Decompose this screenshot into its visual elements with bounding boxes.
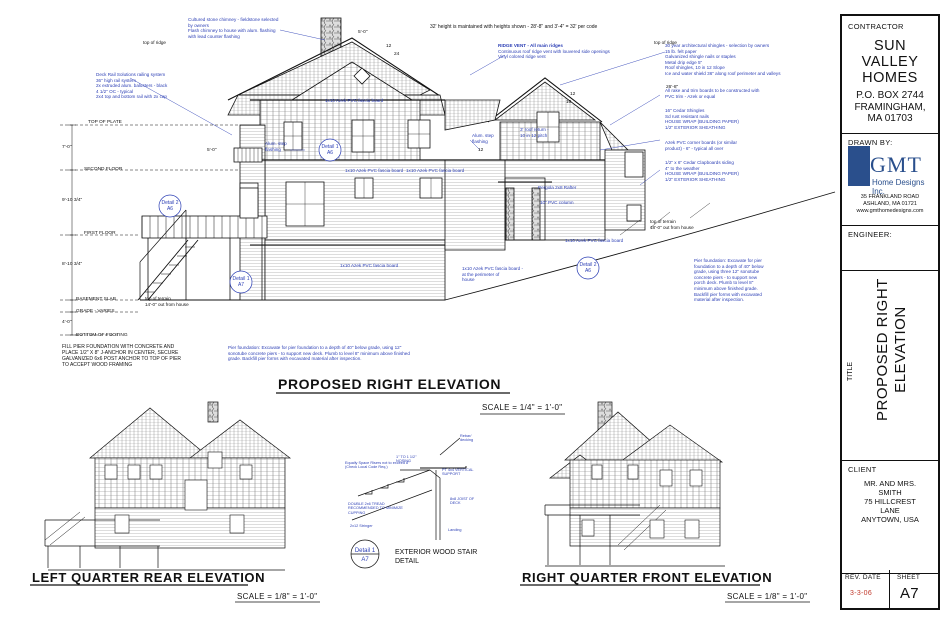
drawn-by-cell: DRAWN BY: GMT Home Designs Inc. 35 FRANK…	[842, 134, 938, 226]
level-label: GRADE - VARIES	[76, 309, 115, 314]
engineer-label: ENGINEER:	[848, 230, 892, 239]
level-label: FIRST FLOOR	[84, 231, 116, 236]
main-drawing-title: PROPOSED RIGHT ELEVATION	[278, 376, 502, 392]
sheet-cell: SHEET A7	[890, 570, 938, 608]
ridge-top-label: top of ridge	[654, 40, 677, 45]
level-dim: 9'-10 3/4"	[62, 198, 83, 203]
client-label: CLIENT	[848, 465, 877, 474]
dimension: 26'-8"	[666, 85, 679, 90]
dimension: 12	[570, 92, 576, 97]
main-scale: SCALE = 1/4" = 1'-0"	[482, 403, 563, 412]
stair-note: Rebar/decking	[460, 434, 474, 443]
sheet-label: SHEET	[897, 574, 921, 581]
rev-date-cell: REV. DATE 3-3-06	[842, 570, 890, 608]
right-scale: SCALE = 1/8" = 1'-0"	[727, 592, 808, 601]
dimension: 12	[386, 44, 392, 49]
pier-note: Pier foundation: Excavate for pier found…	[228, 345, 410, 362]
level-dim: 7'-0"	[62, 145, 72, 150]
right-drawing-title: RIGHT QUARTER FRONT ELEVATION	[522, 570, 773, 585]
perimeter-note: 1x10 Azek PVC fascia board -at the perim…	[462, 266, 524, 283]
fascia-note: 1x10 Azek PVC fascia board	[340, 263, 399, 268]
logo-columns-icon	[848, 146, 870, 186]
dimension: 10	[566, 100, 572, 105]
drawn-by-label: DRAWN BY:	[848, 138, 893, 147]
pvc-column-note: 10" PVC column	[540, 200, 574, 205]
fascia-note: 1x10 Azek PVC fascia board	[406, 168, 465, 173]
level-label: BASEMENT SLAB	[76, 297, 116, 302]
pergola-note: Pergola 2x8 Rafter	[538, 185, 577, 190]
rev-date-label: REV. DATE	[845, 574, 881, 581]
fascia-note: 1x10 Azek PVC fascia board	[345, 168, 404, 173]
dimension: 12	[478, 148, 484, 153]
dimension: 5'-0"	[207, 148, 217, 153]
left-rear-elevation	[44, 401, 292, 571]
height-note: 32' height is maintained with heights sh…	[430, 24, 598, 30]
gmt-logo: GMT Home Designs Inc.	[846, 146, 934, 196]
title-label: TITLE	[847, 361, 854, 381]
fascia-note: 1x10 Azek PVC fascia board	[325, 98, 384, 103]
left-drawing-title: LEFT QUARTER REAR ELEVATION	[32, 570, 266, 585]
revision-row: REV. DATE 3-3-06 SHEET A7	[842, 570, 938, 608]
chimney-note: Cultured stone chimney - fieldstone sele…	[188, 17, 279, 39]
leader-lines	[129, 29, 666, 186]
engineer-cell: ENGINEER:	[842, 226, 938, 271]
roofing-note: 30 year architectural shingles - selecti…	[665, 43, 781, 76]
rev-date-value: 3-3-06	[850, 590, 873, 597]
level-label: BOTTOM OF FOOTING	[76, 333, 128, 338]
ridge-top-label: top of ridge	[143, 40, 166, 45]
rake-note: All rake and trim boards to be construct…	[665, 88, 760, 99]
left-scale: SCALE = 1/8" = 1'-0"	[237, 592, 318, 601]
stair-note: 1" TO 1 1/2"NOSING	[396, 455, 417, 464]
stair-note: 2x12 Stringer	[350, 524, 373, 528]
level-label: SECOND FLOOR	[84, 167, 123, 172]
level-dim: 8'-10 3/4"	[62, 262, 83, 267]
main-elevation	[60, 17, 836, 336]
stair-note: Landing	[448, 528, 462, 532]
roof-return-note: 3' roof return -10 in 12 pitch	[520, 127, 549, 138]
fascia-note: 1x10 Azek PVC fascia board	[565, 238, 624, 243]
dimension: 24	[394, 52, 400, 57]
level-dim: 4'-0"	[62, 320, 72, 325]
contractor-label: CONTRACTOR	[848, 22, 904, 31]
stair-detail	[350, 437, 467, 569]
right-front-elevation	[544, 401, 725, 567]
stair-note: Equally Space Risers not to exceed 8"(Ch…	[345, 461, 410, 470]
level-label: TOP OF PLATE	[88, 120, 122, 125]
sheet-number: A7	[900, 585, 919, 602]
dimension: 5'-0"	[358, 30, 368, 35]
